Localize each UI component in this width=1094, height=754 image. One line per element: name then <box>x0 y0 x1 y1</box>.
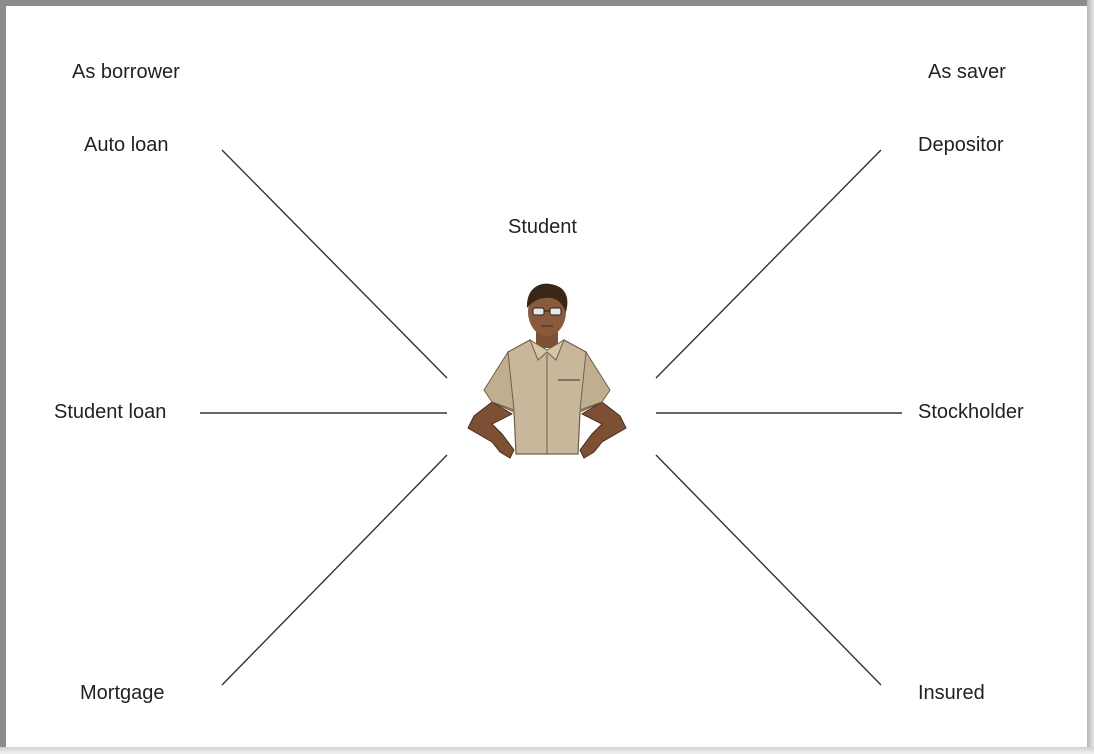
connector-insured <box>656 455 881 685</box>
connector-mortgage <box>222 455 447 685</box>
student-figure-icon <box>462 282 632 468</box>
connector-auto-loan <box>222 150 447 378</box>
connector-depositor <box>656 150 881 378</box>
